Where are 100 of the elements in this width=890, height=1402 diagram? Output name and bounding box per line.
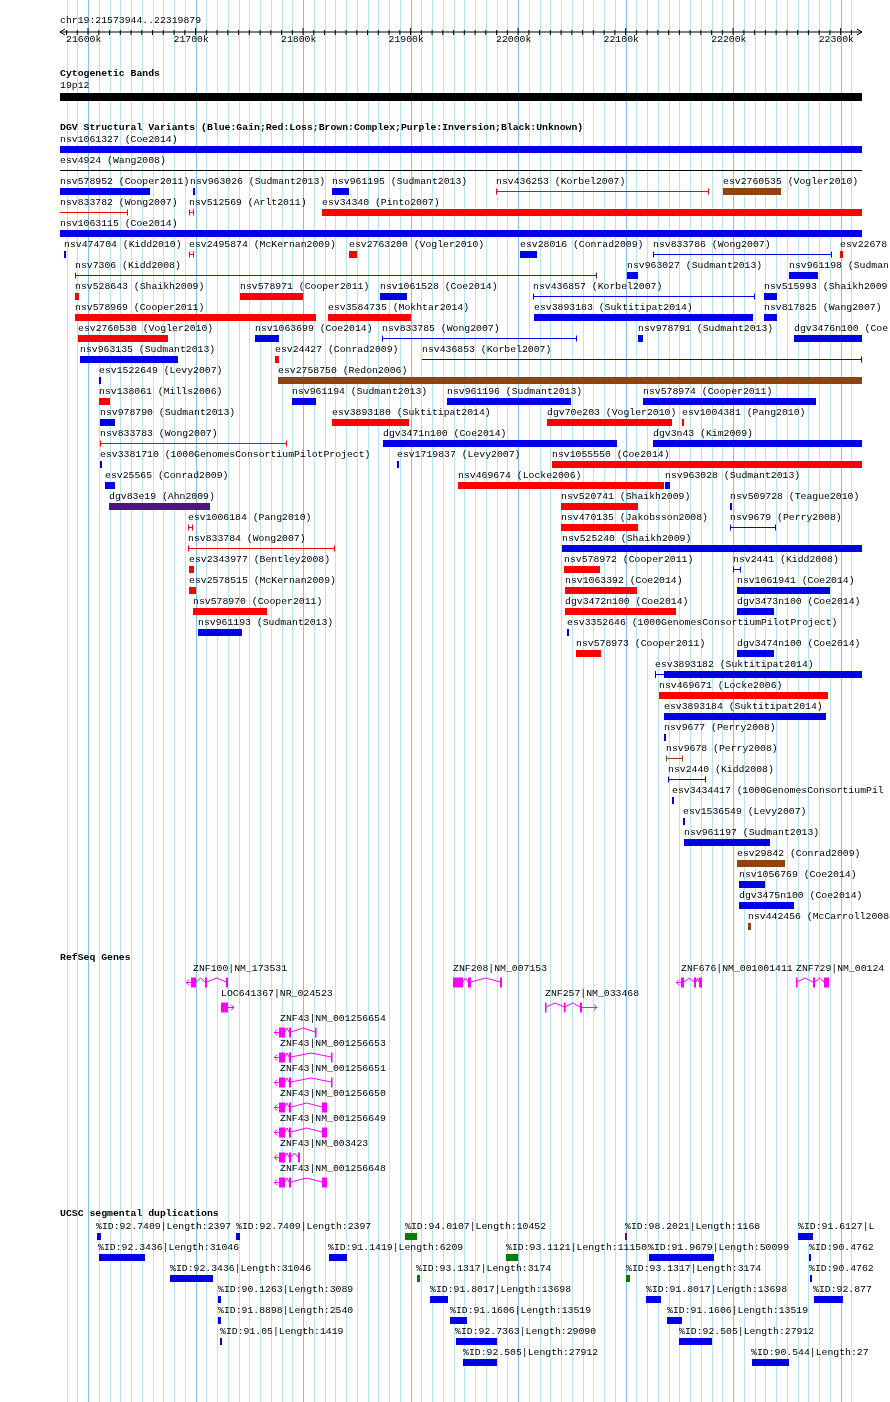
variant-label: esv3893184 (Suktitipat2014) [664, 701, 823, 713]
variant-label: esv3381710 (1000GenomesConsortiumPilotProject) [100, 449, 371, 461]
variant-label: esv25565 (Conrad2009) [105, 470, 229, 482]
tick-label: 21600k [66, 34, 102, 46]
variant-label: nsv1061941 (Coe2014) [737, 575, 855, 587]
gene-label: LOC641367|NR_024523 [221, 988, 333, 1000]
variant-label: nsv1061528 (Coe2014) [380, 281, 498, 293]
variant-label: esv2578515 (McKernan2009) [189, 575, 336, 587]
variant-label: esv34340 (Pinto2007) [322, 197, 440, 209]
duplication-label: %ID:91.9679|Length:50099 [648, 1242, 790, 1254]
variant-label: nsv978791 (Sudmant2013) [638, 323, 774, 335]
variant-label: nsv578970 (Cooper2011) [193, 596, 323, 608]
variant-label: esv22678 [840, 239, 888, 251]
variant-label: esv2758750 (Redon2006) [278, 365, 408, 377]
duplication-label: %ID:92.877 [813, 1284, 872, 1296]
duplication-label: %ID:91.1606|Length:13519 [450, 1305, 592, 1317]
tick-label: 22300k [818, 34, 854, 46]
variant-label: nsv961196 (Sudmant2013) [447, 386, 583, 398]
gene-label: ZNF729|NM_00124 [796, 963, 885, 975]
tick-label: 21800k [281, 34, 317, 46]
variant-label: nsv1063115 (Coe2014) [60, 218, 178, 230]
variant-label: nsv963135 (Sudmant2013) [80, 344, 216, 356]
gene-label: ZNF43|NM_001256651 [280, 1063, 386, 1075]
variant-label: esv24427 (Conrad2009) [275, 344, 399, 356]
duplication-label: %ID:92.505|Length:27912 [679, 1326, 815, 1338]
variant-label: nsv436853 (Korbel2007) [422, 344, 552, 356]
duplication-label: %ID:90.4762 [809, 1242, 874, 1254]
gene-label: ZNF257|NM_033468 [545, 988, 640, 1000]
variant-label: nsv833782 (Wong2007) [60, 197, 178, 209]
track-title: UCSC segmental duplications [60, 1208, 219, 1220]
duplication-label: %ID:91.6127|L [798, 1221, 875, 1233]
gene-label: ZNF43|NM_003423 [280, 1138, 369, 1150]
variant-label: nsv833786 (Wong2007) [653, 239, 771, 251]
variant-label: nsv817825 (Wang2007) [764, 302, 882, 314]
variant-label: esv4924 (Wang2008) [60, 155, 166, 167]
duplication-label: %ID:98.2021|Length:1168 [625, 1221, 761, 1233]
gene-label: ZNF43|NM_001256648 [280, 1163, 386, 1175]
variant-label: nsv833785 (Wong2007) [382, 323, 500, 335]
duplication-label: %ID:92.7409|Length:2397 [96, 1221, 232, 1233]
duplication-label: %ID:90.1263|Length:3089 [218, 1284, 354, 1296]
duplication-label: %ID:92.3436|Length:31046 [98, 1242, 240, 1254]
variant-label: nsv578973 (Cooper2011) [576, 638, 706, 650]
variant-label: nsv578952 (Cooper2011) [60, 176, 190, 188]
variant-label: dgv3472n100 (Coe2014) [565, 596, 689, 608]
variant-label: nsv520741 (Shaikh2009) [561, 491, 691, 503]
variant-label: nsv833783 (Wong2007) [100, 428, 218, 440]
variant-label: esv3893180 (Suktitipat2014) [332, 407, 491, 419]
duplication-label: %ID:94.0107|Length:10452 [405, 1221, 547, 1233]
tick-label: 22100k [603, 34, 639, 46]
duplication-label: %ID:93.1121|Length:11150 [506, 1242, 648, 1254]
duplication-label: %ID:91.1419|Length:6209 [328, 1242, 464, 1254]
variant-label: nsv1056769 (Coe2014) [739, 869, 857, 881]
variant-label: nsv528643 (Shaikh2009) [75, 281, 205, 293]
variant-label: nsv9678 (Perry2008) [666, 743, 778, 755]
variant-label: nsv9677 (Perry2008) [664, 722, 776, 734]
variant-label: esv2760530 (Vogler2010) [78, 323, 214, 335]
variant-label: nsv442456 (McCarroll2008 [748, 911, 890, 923]
duplication-label: %ID:92.505|Length:27912 [463, 1347, 599, 1359]
duplication-label: %ID:91.8017|Length:13698 [646, 1284, 788, 1296]
gene-label: ZNF43|NM_001256653 [280, 1038, 386, 1050]
variant-label: nsv509728 (Teague2010) [730, 491, 860, 503]
gene-label: ZNF43|NM_001256654 [280, 1013, 386, 1025]
tick-label: 21700k [173, 34, 209, 46]
coordinate-label: chr19:21573944..22319879 [60, 15, 202, 27]
variant-label: dgv3473n100 (Coe2014) [737, 596, 861, 608]
gene-label: ZNF208|NM_007153 [453, 963, 548, 975]
variant-label: nsv512569 (Arlt2011) [189, 197, 307, 209]
variant-label: nsv578974 (Cooper2011) [643, 386, 773, 398]
track-title: DGV Structural Variants (Blue:Gain;Red:Loss;Brown:Complex;Purple:Inversion;Black:Unknown) [60, 122, 584, 134]
variant-label: esv3893183 (Suktitipat2014) [534, 302, 693, 314]
variant-label: nsv961194 (Sudmant2013) [292, 386, 428, 398]
duplication-label: %ID:90.4762 [809, 1263, 874, 1275]
variant-label: nsv9679 (Perry2008) [730, 512, 842, 524]
variant-label: esv28016 (Conrad2009) [520, 239, 644, 251]
variant-label: nsv961197 (Sudmant2013) [684, 827, 820, 839]
variant-label: esv2760535 (Vogler2010) [723, 176, 859, 188]
variant-label: esv29842 (Conrad2009) [737, 848, 861, 860]
variant-label: nsv515993 (Shaikh2009 [764, 281, 888, 293]
variant-label: esv3352646 (1000GenomesConsortiumPilotProject) [567, 617, 838, 629]
track-title: Cytogenetic Bands [60, 68, 160, 80]
variant-label: nsv963028 (Sudmant2013) [665, 470, 801, 482]
duplication-label: %ID:93.1317|Length:3174 [626, 1263, 762, 1275]
duplication-label: %ID:91.8898|Length:2540 [218, 1305, 354, 1317]
variant-label: esv2763200 (Vogler2010) [349, 239, 485, 251]
variant-label: nsv7306 (Kidd2008) [75, 260, 181, 272]
variant-label: nsv138061 (Mills2006) [99, 386, 223, 398]
duplication-label: %ID:93.1317|Length:3174 [416, 1263, 552, 1275]
tick-label: 22200k [711, 34, 747, 46]
variant-label: nsv2440 (Kidd2008) [668, 764, 774, 776]
variant-label: esv2495874 (McKernan2009) [189, 239, 336, 251]
variant-label: nsv963027 (Sudmant2013) [627, 260, 763, 272]
tick-label: 22000k [496, 34, 532, 46]
tick-label: 21900k [388, 34, 424, 46]
variant-label: nsv961195 (Sudmant2013) [332, 176, 468, 188]
variant-label: esv3434417 (1000GenomesConsortiumPil [672, 785, 884, 797]
variant-label: nsv525240 (Shaikh2009) [562, 533, 692, 545]
variant-label: nsv961193 (Sudmant2013) [198, 617, 334, 629]
variant-label: dgv83e19 (Ahn2009) [109, 491, 215, 503]
variant-label: dgv3475n100 (Coe2014) [739, 890, 863, 902]
variant-label: nsv469671 (Locke2006) [659, 680, 783, 692]
